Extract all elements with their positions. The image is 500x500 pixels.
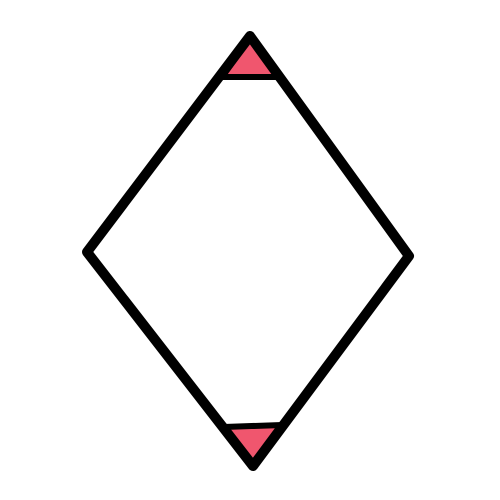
- rhombus-outline: [82, 31, 414, 471]
